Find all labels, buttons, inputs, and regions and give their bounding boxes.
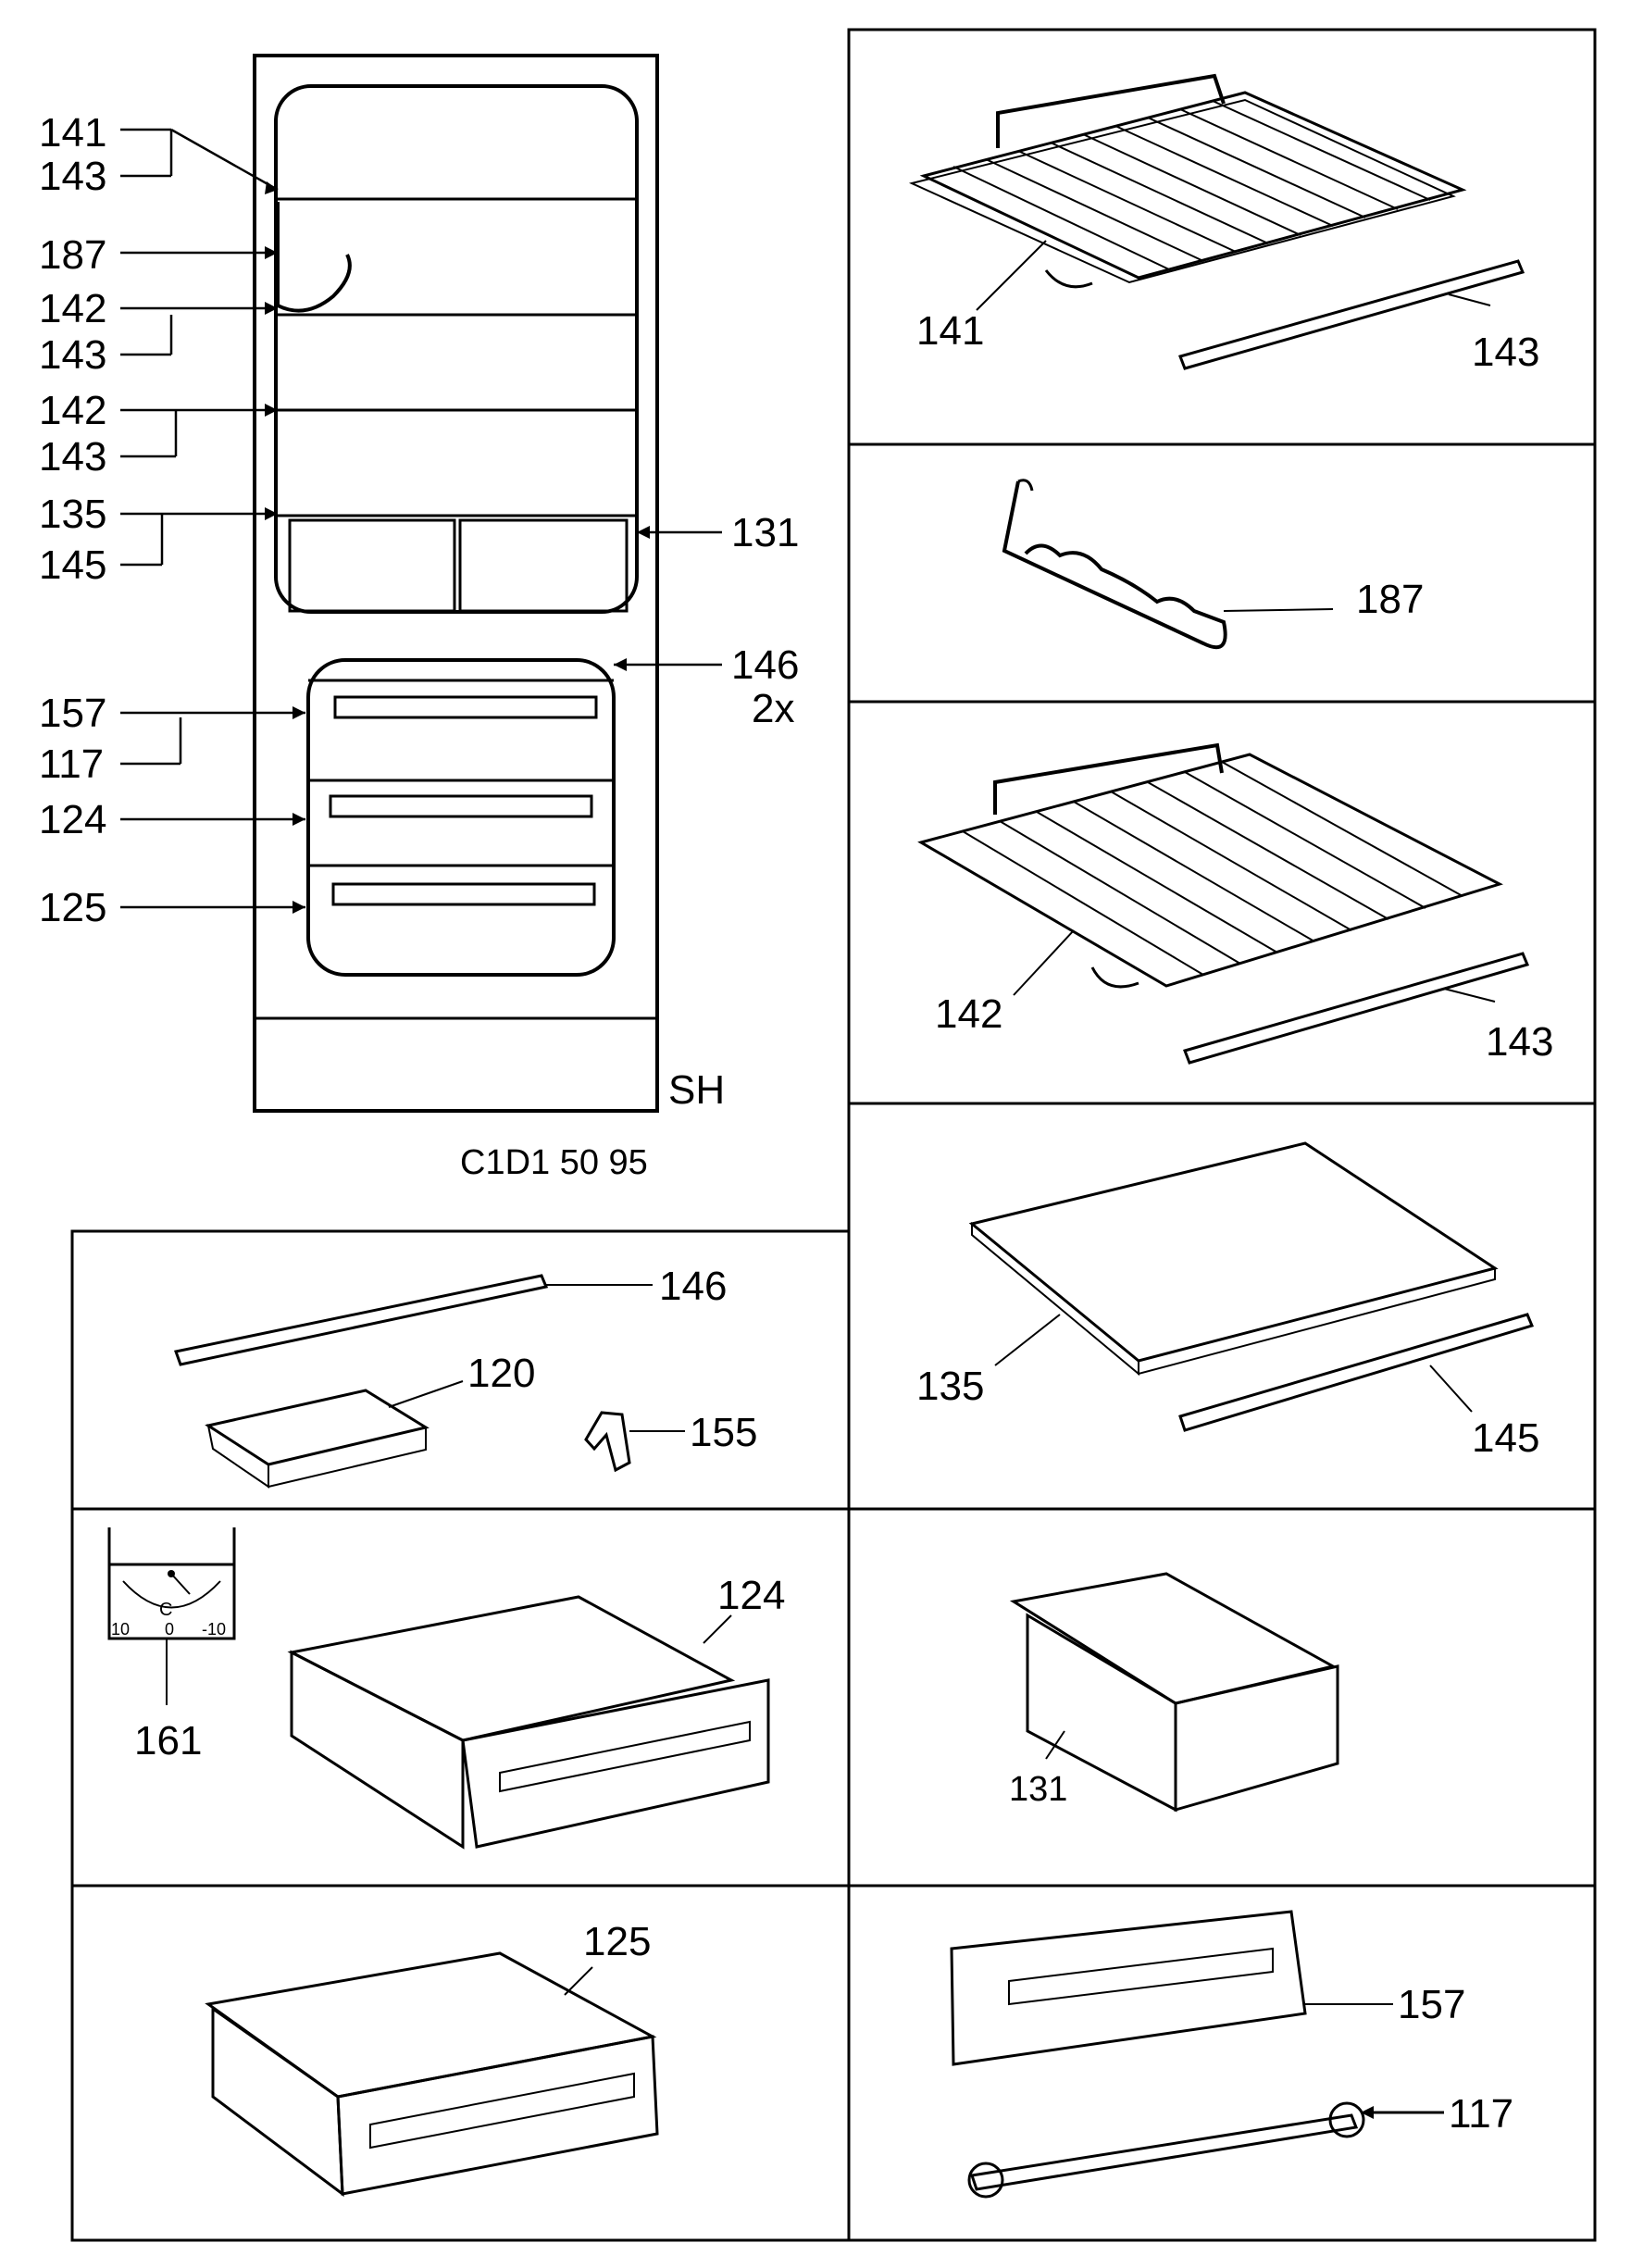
drawer-124 [287,1595,736,1742]
cabinet-outline [253,54,659,1113]
clip-155 [584,1411,631,1473]
panel-glass-shelf-135: 135 145 [916,1141,1539,1461]
strip-143 [1178,259,1525,370]
label-135: 135 [916,1364,984,1409]
label-131: 131 [731,510,799,555]
label-146-quantity: 2x [752,686,794,731]
label-143: 143 [39,154,106,199]
label-124: 124 [717,1573,785,1618]
label-145: 145 [1472,1415,1539,1461]
label-187: 187 [39,232,106,278]
label-187: 187 [1356,577,1424,622]
drawing-code: C1D1 50 95 [460,1143,648,1182]
panel-grid [70,28,1597,2242]
bottle-rack-outline [276,202,352,313]
panel-accessories: 146 120 155 [174,1264,757,1489]
overview-arrowheads [265,181,650,914]
strip-145 [1178,1313,1535,1432]
label-161: 161 [134,1718,202,1763]
label-157: 157 [39,691,106,736]
panel-bottle-rack-187: 187 [1002,479,1424,650]
wire-shelf-141 [919,91,1467,280]
label-157: 157 [1398,1982,1465,2027]
label-142: 142 [39,388,106,433]
freezer-drawer-handle-1 [333,695,598,719]
label-143: 143 [1486,1019,1553,1065]
wire-shelf-142 [917,753,1503,988]
dial-scale-mid: 0 [165,1620,174,1639]
drawer-front-157 [950,1910,1307,2066]
label-142: 142 [39,286,106,331]
label-143: 143 [39,434,106,480]
panel-front-runner: 157 117 [950,1910,1513,2199]
label-143: 143 [39,332,106,378]
overview-leaders [120,128,722,909]
label-141: 141 [39,110,106,156]
dial-scale-right: -10 [202,1620,226,1639]
panel-thermometer-drawer: C 10 0 -10 161 124 [107,1527,785,1850]
crisper-right [458,518,629,613]
label-146: 146 [659,1264,727,1309]
dial-letter: C [159,1600,172,1620]
fridge-overview: 141 143 187 142 143 142 143 135 145 131 … [39,54,799,1182]
glass-shelf-135 [968,1141,1499,1363]
label-120: 120 [467,1351,535,1396]
label-141: 141 [916,308,984,354]
freezer-drawer-handle-3 [331,882,596,906]
strip-146 [174,1274,549,1366]
panel-shelf-142: 142 143 [917,742,1553,1065]
label-145: 145 [39,542,106,588]
thermometer-161 [107,1563,236,1640]
label-125: 125 [39,885,106,930]
fridge-compartment [274,84,639,614]
corner-mark: SH [668,1067,725,1113]
label-142: 142 [935,991,1002,1037]
crisper-131 [1009,1572,1338,1705]
label-125: 125 [583,1919,651,1964]
label-155: 155 [690,1410,757,1455]
label-117: 117 [39,741,104,787]
label-117: 117 [1449,2091,1513,2137]
panel-crisper-131: 131 [1009,1572,1339,1813]
label-143: 143 [1472,330,1539,375]
bottle-rack-187 [1002,480,1227,650]
strip-143 [1183,952,1530,1065]
label-135: 135 [39,492,106,537]
freezer-drawer-handle-2 [329,794,593,818]
label-124: 124 [39,797,106,842]
label-146: 146 [731,642,799,688]
panel-shelf-141: 141 143 [908,73,1539,375]
panel-drawer-125: 125 [205,1919,659,2198]
crisper-left [288,518,456,613]
dial-scale-left: 10 [111,1620,130,1639]
label-131: 131 [1009,1770,1067,1809]
freezer-compartment [306,658,616,977]
runner-117 [970,2113,1359,2191]
